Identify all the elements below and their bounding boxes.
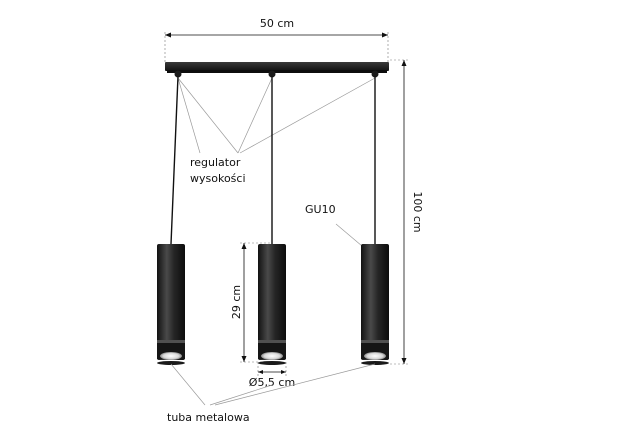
height-regulator-label-line2: wysokości (190, 172, 246, 185)
height-regulator-label-line1: regulator (190, 156, 241, 169)
height-dimension-label: 100 cm (411, 191, 424, 232)
ceiling-bar (165, 62, 389, 78)
width-dimension-label: 50 cm (260, 17, 294, 30)
tube-diameter-dimension: Ø5,5 cm (249, 362, 295, 389)
pendant-lamp-1 (157, 244, 185, 365)
bulb-type-label: GU10 (305, 203, 336, 216)
width-dimension: 50 cm (164, 17, 389, 62)
bulb-type-leader (335, 223, 363, 247)
pendant-lamp-3 (361, 244, 389, 365)
height-regulator-leaders (177, 77, 376, 154)
pendant-lamp-2 (258, 244, 286, 365)
height-dimension: 100 cm (390, 59, 424, 365)
tube-height-dimension: 29 cm (230, 242, 272, 363)
tube-height-label: 29 cm (230, 285, 243, 319)
tube-diameter-label: Ø5,5 cm (249, 376, 295, 389)
tube-material-label: tuba metalowa (167, 411, 250, 424)
tube-material-leaders (170, 363, 376, 406)
suspension-cords (170, 75, 376, 245)
